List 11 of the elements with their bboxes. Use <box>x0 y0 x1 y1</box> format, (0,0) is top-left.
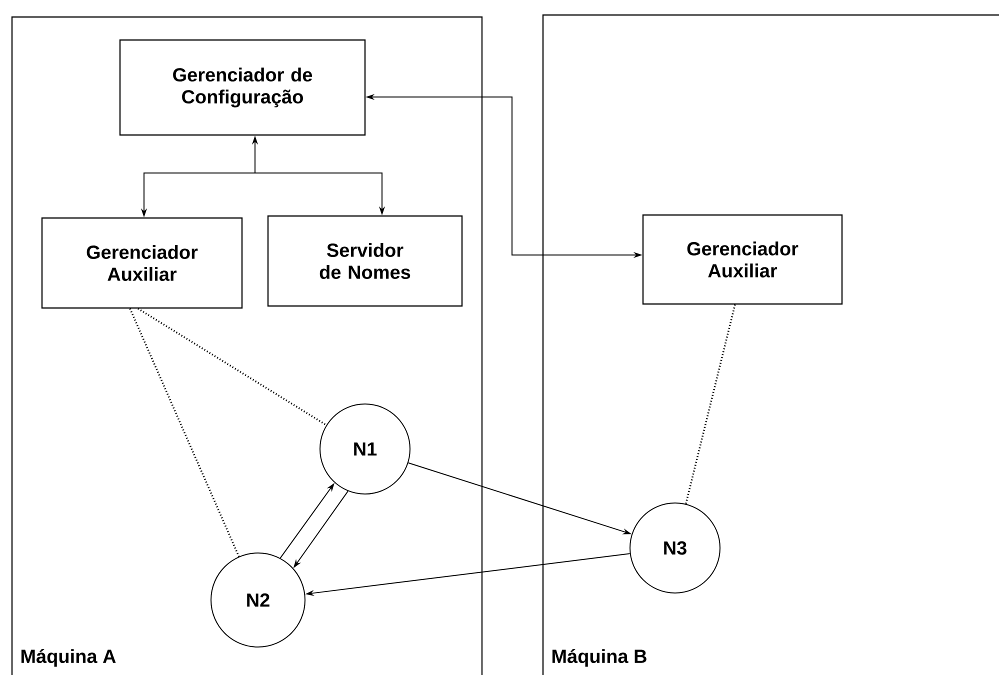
dotted-line <box>129 308 240 557</box>
machine-frame <box>11 16 483 675</box>
machine-frame <box>542 14 999 675</box>
process-box: Gerenciador Auxiliar <box>642 214 843 305</box>
process-box: Gerenciador Auxiliar <box>41 217 243 309</box>
machine-label: Máquina A <box>21 648 116 667</box>
dotted-line <box>138 308 327 426</box>
process-box: Gerenciador de Configuração <box>119 39 366 136</box>
dotted-line <box>685 304 736 504</box>
process-box: Servidor de Nomes <box>267 215 463 307</box>
machine-label: Máquina B <box>552 648 646 667</box>
